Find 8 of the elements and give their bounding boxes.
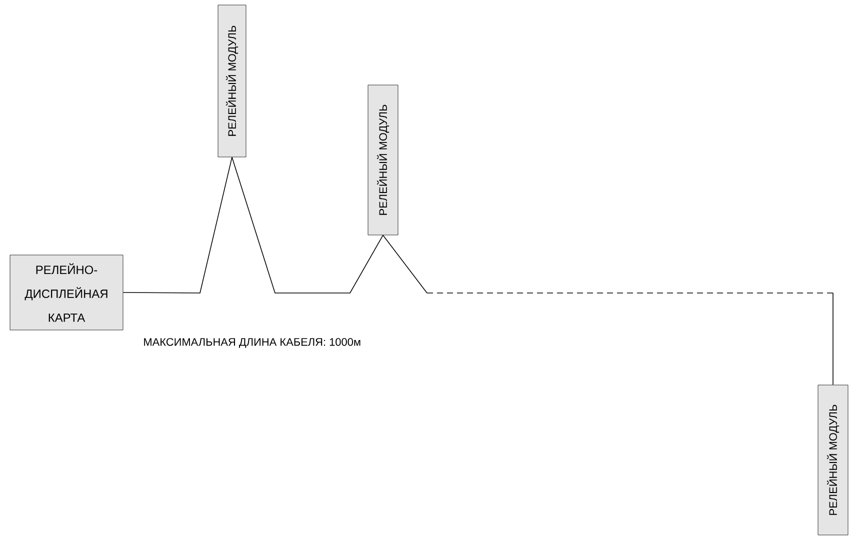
relay-module-box: РЕЛЕЙНЫЙ МОДУЛЬ: [818, 384, 848, 536]
relay-module-box: РЕЛЕЙНЫЙ МОДУЛЬ: [218, 4, 246, 158]
cable-line: [122, 156, 232, 294]
note-text: МАКСИМАЛЬНАЯ ДЛИНА КАБЕЛЯ: 1000м: [144, 338, 360, 348]
cable-line: [232, 156, 384, 294]
card-box: РЕЛЕЙНО-ДИСПЛЕЙНАЯ КАРТА: [10, 254, 124, 330]
cable-line: [382, 234, 834, 386]
relay-module-box: РЕЛЕЙНЫЙ МОДУЛЬ: [368, 84, 398, 236]
